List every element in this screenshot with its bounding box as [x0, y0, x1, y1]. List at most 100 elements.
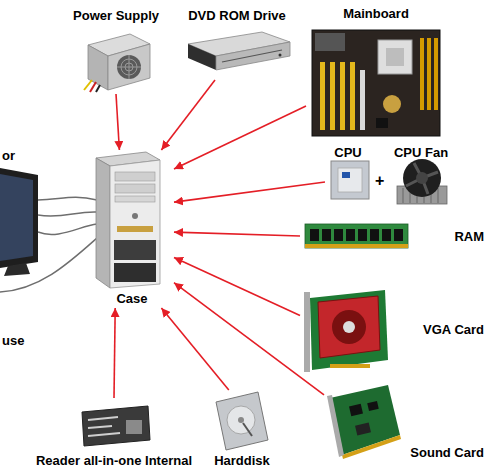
case-picture [114, 263, 156, 282]
label-box: or [2, 148, 15, 163]
cable [38, 212, 97, 216]
ram-picture [358, 229, 367, 241]
power-supply-picture [96, 85, 100, 92]
mainboard-picture [434, 38, 438, 110]
dvd-drive-picture [188, 44, 216, 70]
component-label: DVD ROM Drive [188, 8, 286, 23]
cpu-picture [338, 168, 362, 192]
cpu-picture [342, 172, 350, 178]
harddisk-picture [227, 406, 255, 434]
power-supply-picture [90, 82, 96, 92]
cable [0, 197, 97, 292]
component-node: Mainboard [306, 4, 446, 140]
mainboard-picture [378, 40, 412, 74]
harddisk-picture [216, 392, 268, 450]
power-supply-picture [84, 34, 150, 92]
harddisk-picture [238, 417, 244, 423]
component-node: CPU Fan [389, 143, 454, 209]
arrow-connector [174, 257, 300, 315]
arrow-connector [116, 94, 119, 150]
ram-picture [310, 229, 319, 241]
case-picture [96, 152, 160, 288]
card-reader-picture [126, 420, 142, 434]
cpu-picture [331, 161, 369, 199]
card-reader-picture [88, 426, 112, 428]
vga-card-picture [330, 364, 370, 368]
ram-picture [346, 229, 355, 241]
ram-picture [305, 224, 408, 248]
component-label: CPU Fan [394, 145, 448, 160]
cpu-fan-picture [403, 159, 441, 197]
monitor-picture [0, 168, 38, 268]
card-reader-picture [82, 406, 150, 446]
component-node: VGA Card [300, 284, 488, 374]
harddisk-picture [216, 392, 268, 450]
component-label: Mainboard [343, 6, 409, 21]
dvd-drive-picture [188, 32, 290, 70]
component-label: Reader all-in-one Internal [36, 453, 192, 468]
sound-card-picture [342, 435, 401, 459]
vga-card-picture [304, 292, 310, 372]
power-supply-picture [117, 55, 141, 79]
ram-picture [370, 229, 379, 241]
ram-picture [394, 229, 403, 241]
ram-picture [305, 244, 408, 248]
cut-label: + [375, 172, 384, 190]
case-picture [115, 184, 155, 193]
mainboard-picture [330, 62, 335, 130]
cable [38, 197, 97, 200]
sound-card-picture [327, 395, 344, 457]
mainboard-picture [312, 30, 440, 136]
mainboard-picture [383, 95, 401, 113]
arrow-connector [174, 106, 306, 169]
vga-card-picture [310, 290, 388, 370]
mainboard-picture [340, 62, 345, 130]
power-supply-picture [108, 44, 150, 90]
case-picture [115, 196, 155, 202]
ram-picture [305, 224, 408, 248]
dvd-drive-picture [279, 54, 282, 57]
component-label: Power Supply [73, 8, 159, 23]
component-label: CPU [334, 145, 361, 160]
component-node: DVD ROM Drive [182, 6, 292, 80]
arrow-connector [174, 182, 325, 202]
arrow-connector [174, 232, 300, 236]
case-picture [110, 160, 160, 288]
component-label: Harddisk [214, 453, 270, 468]
component-node: Reader all-in-one Internal [20, 398, 208, 470]
component-label: Sound Card [410, 445, 484, 460]
mainboard-picture [312, 30, 440, 136]
power-supply-picture [84, 80, 92, 90]
arrow-connector [161, 80, 215, 150]
component-node: Harddisk [209, 390, 275, 470]
mainboard-picture [315, 33, 345, 51]
harddisk-picture [243, 423, 252, 436]
vga-card-picture [318, 296, 380, 358]
monitor-picture [0, 168, 38, 276]
component-label: Case [116, 291, 147, 306]
component-label: RAM [454, 229, 484, 244]
cable [0, 238, 97, 292]
cpu-picture [331, 161, 369, 199]
component-node: CPU [325, 143, 371, 203]
cpu-fan-picture [403, 188, 404, 203]
ram-picture [334, 229, 343, 241]
mainboard-picture [320, 62, 325, 130]
sound-card-picture [355, 423, 371, 436]
mainboard-picture [350, 62, 355, 130]
case-picture [132, 213, 138, 219]
component-node: RAM [300, 216, 488, 256]
dvd-drive-picture [222, 50, 282, 62]
component-label: VGA Card [423, 322, 484, 337]
arrow-connector [114, 308, 115, 398]
sound-card-picture [327, 385, 401, 459]
cpu-fan-picture [397, 159, 447, 204]
arrow-connector [174, 283, 324, 395]
cut-label: use [2, 333, 24, 348]
cut-label: or [2, 148, 15, 163]
ram-picture [322, 229, 331, 241]
arrow-connector [161, 308, 228, 390]
